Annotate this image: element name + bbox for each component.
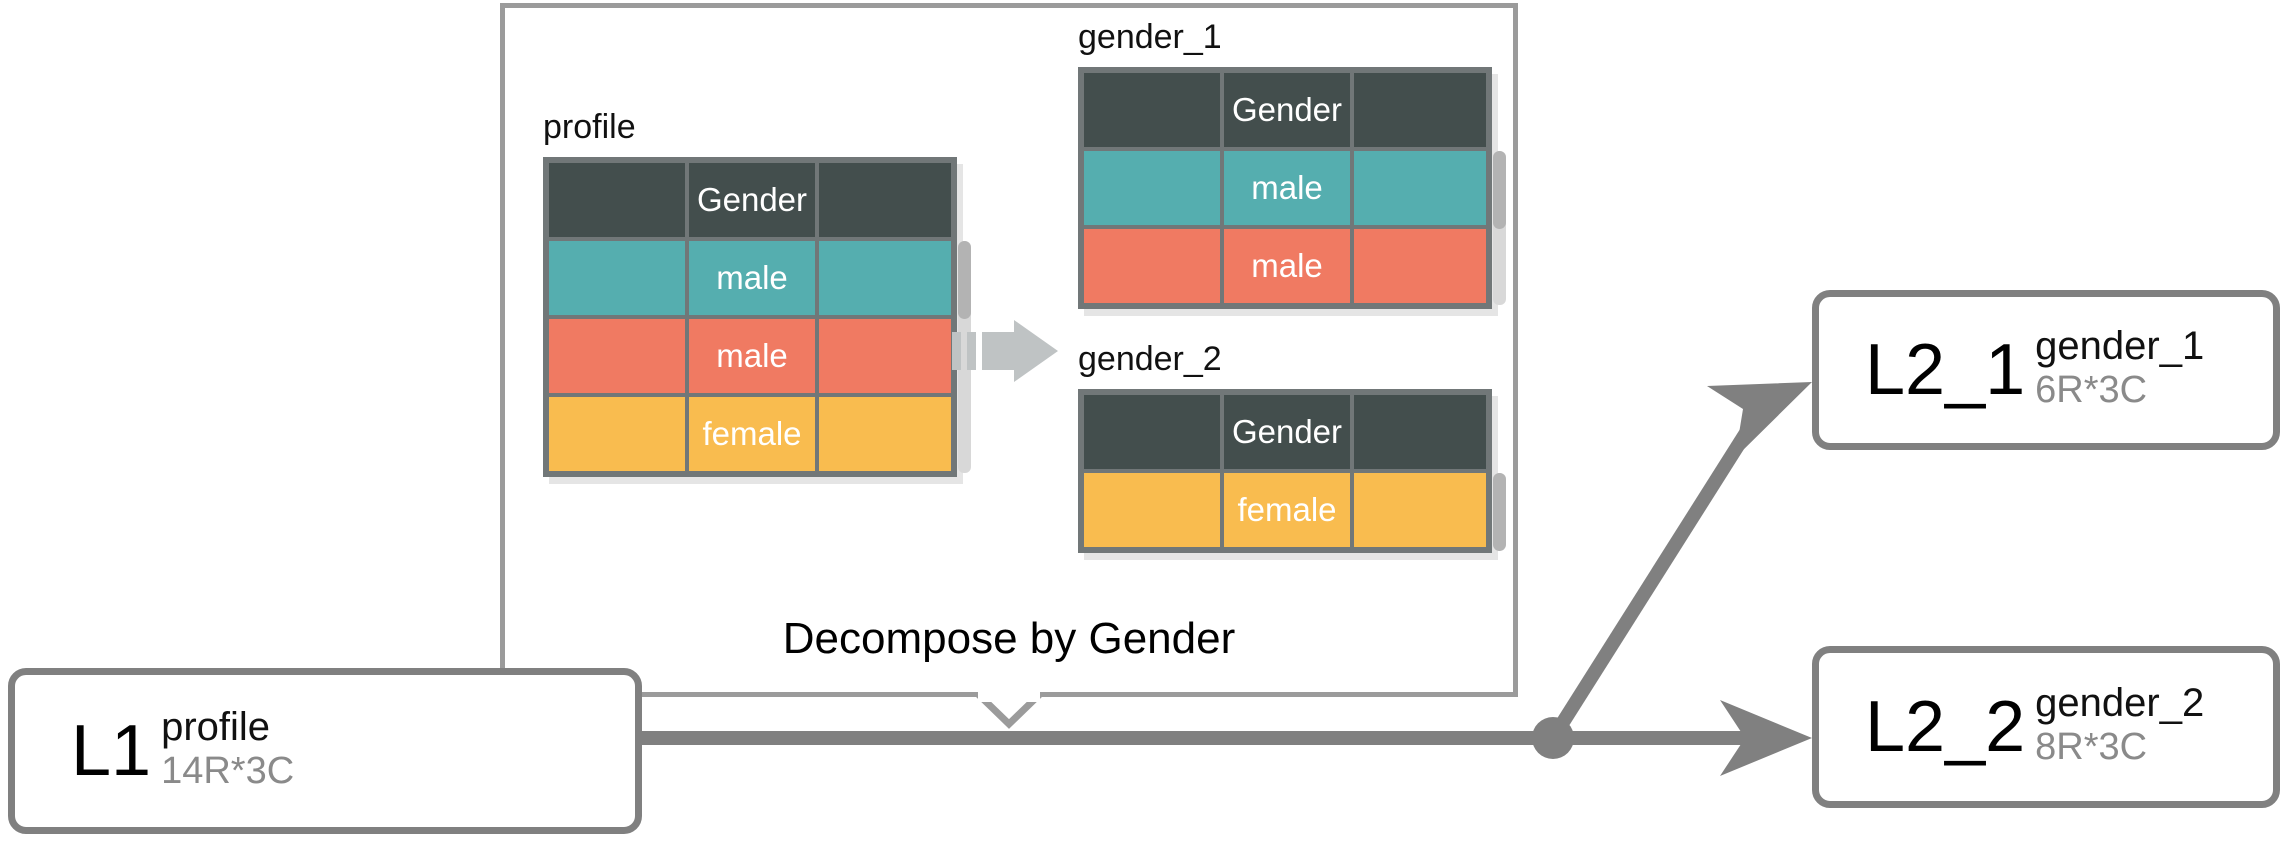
decompose-arrow-icon: [952, 320, 1058, 382]
table-grid-profile: Gender male male female: [543, 157, 971, 477]
arrowhead-l2-2-icon: [1720, 700, 1812, 776]
table-row: male: [547, 239, 953, 317]
table-header-cell: [1082, 71, 1222, 149]
node-l2-2-id: L2_2: [1865, 687, 2026, 767]
table-cell: male: [687, 317, 817, 395]
edge-junction-dot: [1532, 717, 1574, 759]
node-l1-meta: profile 14R*3C: [161, 706, 294, 792]
table-grid-gender-2: Gender female: [1078, 389, 1506, 553]
table-row: male: [1082, 149, 1488, 227]
table-header-cell: Gender: [687, 161, 817, 239]
table-cell: [547, 395, 687, 473]
edge-junction-to-l2-1: [1547, 394, 1774, 742]
mini-table-gender-2: gender_2 Gender female: [1078, 340, 1506, 554]
mini-table-gender-1: gender_1 Gender male male: [1078, 18, 1506, 310]
node-l1-table-name: profile: [161, 705, 271, 750]
node-l2-2-table-name: gender_2: [2035, 681, 2205, 726]
table-cell: [1082, 471, 1222, 549]
mini-table-profile: profile Gender male male female: [543, 108, 971, 478]
mini-table-title-gender-2: gender_2: [1078, 340, 1222, 378]
table-header-cell: [1082, 393, 1222, 471]
table-cell: male: [687, 239, 817, 317]
table-row: female: [1082, 471, 1488, 549]
table-header-row: Gender: [1082, 71, 1488, 149]
node-l2-1-dims: 6R*3C: [2035, 369, 2148, 412]
table-scrollbar[interactable]: [1493, 473, 1506, 551]
table-cell: [817, 317, 953, 395]
node-l2-1-table-name: gender_1: [2035, 324, 2205, 369]
table-cell: [1082, 149, 1222, 227]
table-header-cell: Gender: [1222, 393, 1352, 471]
node-l1[interactable]: L1 profile 14R*3C: [8, 668, 642, 834]
table-cell: [817, 395, 953, 473]
mini-table-title-profile: profile: [543, 108, 636, 146]
table-cell: [547, 317, 687, 395]
table-row: male: [547, 317, 953, 395]
node-l2-2-meta: gender_2 8R*3C: [2035, 682, 2204, 768]
table-cell: [1352, 471, 1488, 549]
table-scrollbar[interactable]: [1493, 151, 1506, 305]
table-row: male: [1082, 227, 1488, 305]
table-header-cell: Gender: [1222, 71, 1352, 149]
table-grid-gender-1: Gender male male: [1078, 67, 1506, 309]
table-scrollbar-thumb[interactable]: [1493, 151, 1506, 229]
node-l2-2-dims: 8R*3C: [2035, 726, 2148, 769]
table-cell: [1082, 227, 1222, 305]
table-row: female: [547, 395, 953, 473]
table-cell: [1352, 149, 1488, 227]
node-l2-1[interactable]: L2_1 gender_1 6R*3C: [1812, 290, 2280, 450]
table-cell: male: [1222, 227, 1352, 305]
table-cell: [547, 239, 687, 317]
panel-notch-icon: [975, 691, 1043, 729]
node-l2-2[interactable]: L2_2 gender_2 8R*3C: [1812, 646, 2280, 808]
table-cell: male: [1222, 149, 1352, 227]
table-cell: [817, 239, 953, 317]
table-scrollbar-thumb[interactable]: [1493, 473, 1506, 551]
node-l1-dims: 14R*3C: [161, 750, 295, 793]
table-header-cell: [547, 161, 687, 239]
arrowhead-l2-1-icon: [1707, 382, 1812, 458]
table-header-cell: [817, 161, 953, 239]
node-l1-id: L1: [71, 711, 152, 791]
panel-notch-mask: [978, 688, 1040, 702]
table-scrollbar-thumb[interactable]: [958, 241, 971, 319]
panel-caption: Decompose by Gender: [782, 614, 1236, 663]
table-scrollbar[interactable]: [958, 241, 971, 473]
table-header-cell: [1352, 393, 1488, 471]
table-cell: [1352, 227, 1488, 305]
node-l2-1-meta: gender_1 6R*3C: [2035, 325, 2204, 411]
table-header-cell: [1352, 71, 1488, 149]
mini-table-title-gender-1: gender_1: [1078, 18, 1222, 56]
table-header-row: Gender: [1082, 393, 1488, 471]
table-cell: female: [687, 395, 817, 473]
table-cell: female: [1222, 471, 1352, 549]
table-header-row: Gender: [547, 161, 953, 239]
node-l2-1-id: L2_1: [1865, 330, 2026, 410]
